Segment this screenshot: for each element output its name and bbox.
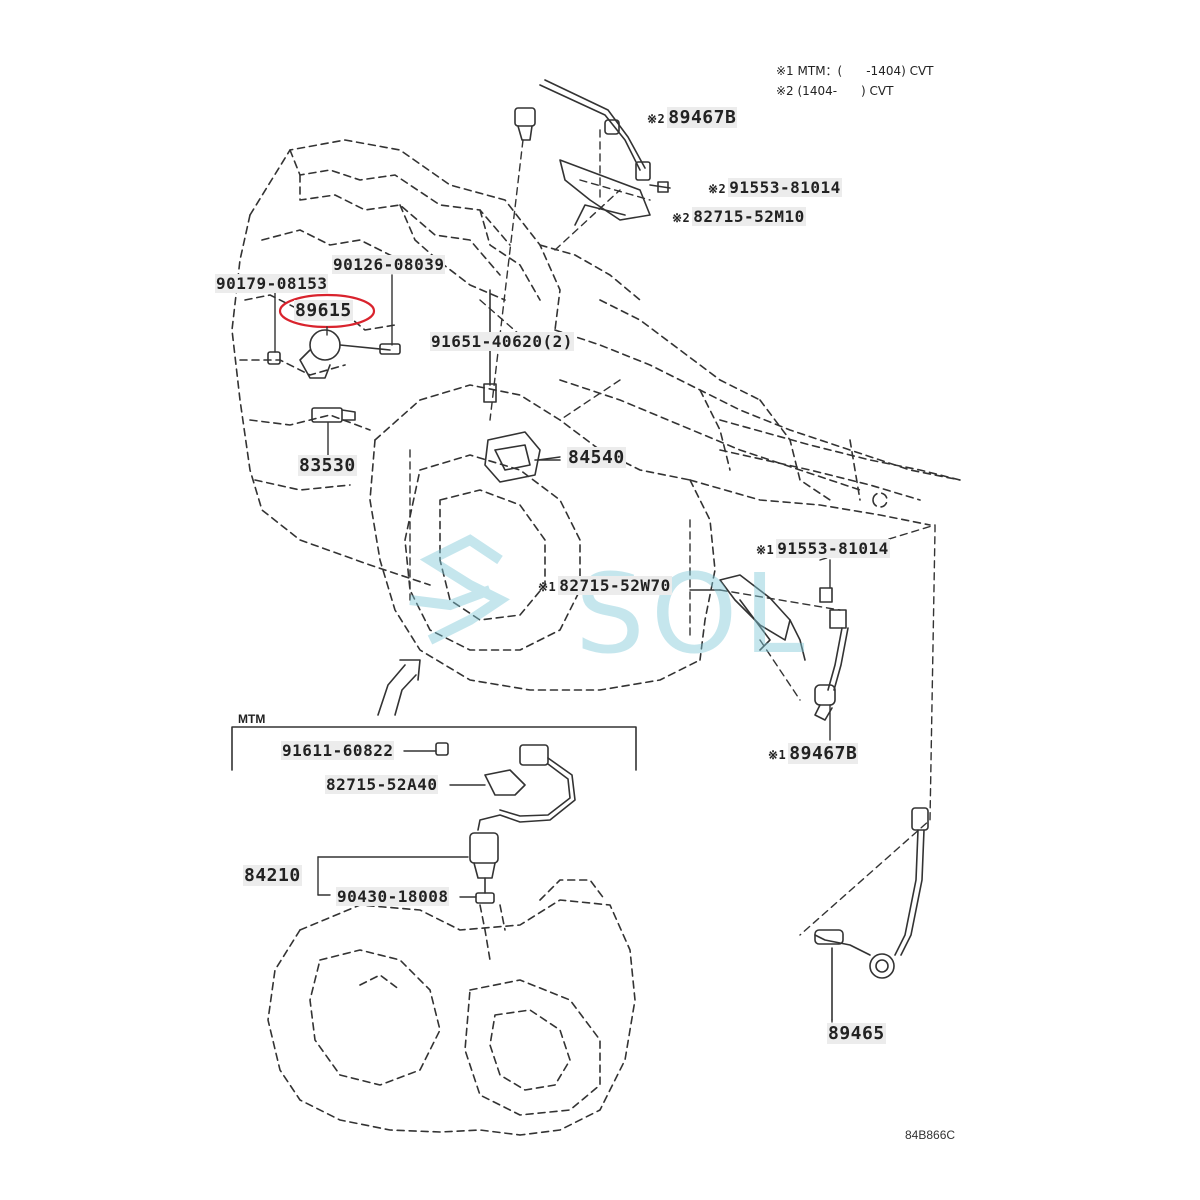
part-mark: ※1 <box>538 580 557 594</box>
part-number: 89615 <box>294 300 353 321</box>
part-label-89615[interactable]: 89615 <box>294 300 353 321</box>
solid-leaders <box>274 274 833 1023</box>
part-number: 91553-81014 <box>728 178 842 197</box>
part-number: 90126-08039 <box>332 255 446 274</box>
part-number: 90430-18008 <box>336 887 450 906</box>
part-label-83530[interactable]: 83530 <box>298 455 357 476</box>
part-number: 84540 <box>567 447 626 468</box>
switch-84540 <box>484 431 561 483</box>
drawing-code: 84B866C <box>905 1128 956 1142</box>
part-mark: ※2 <box>647 112 666 126</box>
part-label-84540[interactable]: 84540 <box>567 447 626 468</box>
part-number: 82715-52A40 <box>325 775 439 794</box>
leader-84210 <box>317 856 469 896</box>
part-mark: ※1 <box>756 543 775 557</box>
part-label-89465[interactable]: 89465 <box>827 1023 886 1044</box>
part-number: 82715-52W70 <box>558 576 672 595</box>
assembly-arrow <box>377 659 421 716</box>
o2-sensor-lower <box>814 807 929 1021</box>
part-number: 90179-08153 <box>215 274 329 293</box>
watermark-logo-mark <box>409 534 510 645</box>
note-cvt-range: ※2 (1404- ) CVT <box>776 84 894 98</box>
part-number: 84210 <box>243 865 302 886</box>
part-number: 91651-40620(2) <box>430 332 574 351</box>
o2-sensor-middle <box>719 574 849 721</box>
part-label-90126-08039[interactable]: 90126-08039 <box>332 255 446 274</box>
part-label-84210[interactable]: 84210 <box>243 865 302 886</box>
watermark-text: SOL <box>575 550 811 678</box>
part-label-91651-40620[interactable]: 91651-40620(2) <box>430 332 574 351</box>
note-mtm-range: ※1 MTM：( -1404) CVT <box>776 64 934 78</box>
part-mark: ※2 <box>672 211 691 225</box>
o2-sensor-upper <box>514 79 671 226</box>
part-number: 91553-81014 <box>776 539 890 558</box>
engine-outline <box>231 139 561 586</box>
part-number: 83530 <box>298 455 357 476</box>
mtm-sensor-group <box>435 742 576 904</box>
part-number: 82715-52M10 <box>692 207 806 226</box>
leader-lines <box>409 129 936 936</box>
part-label-90179-08153[interactable]: 90179-08153 <box>215 274 329 293</box>
part-mark: ※2 <box>708 182 727 196</box>
part-number: 89465 <box>827 1023 886 1044</box>
part-label-82715-52a40[interactable]: 82715-52A40 <box>325 775 439 794</box>
mtm-transmission-outline <box>267 879 636 1136</box>
mtm-bracket <box>231 726 637 771</box>
section-label-mtm: MTM <box>238 712 266 726</box>
part-number: 89467B <box>788 743 859 764</box>
part-label-91611-60822[interactable]: 91611-60822 <box>281 741 395 760</box>
part-number: 89467B <box>667 107 738 128</box>
part-mark: ※1 <box>768 748 787 762</box>
part-label-90430-18008[interactable]: 90430-18008 <box>336 887 450 906</box>
part-number: 91611-60822 <box>281 741 395 760</box>
drive-shaft <box>719 419 961 508</box>
transmission-outline <box>369 244 961 691</box>
